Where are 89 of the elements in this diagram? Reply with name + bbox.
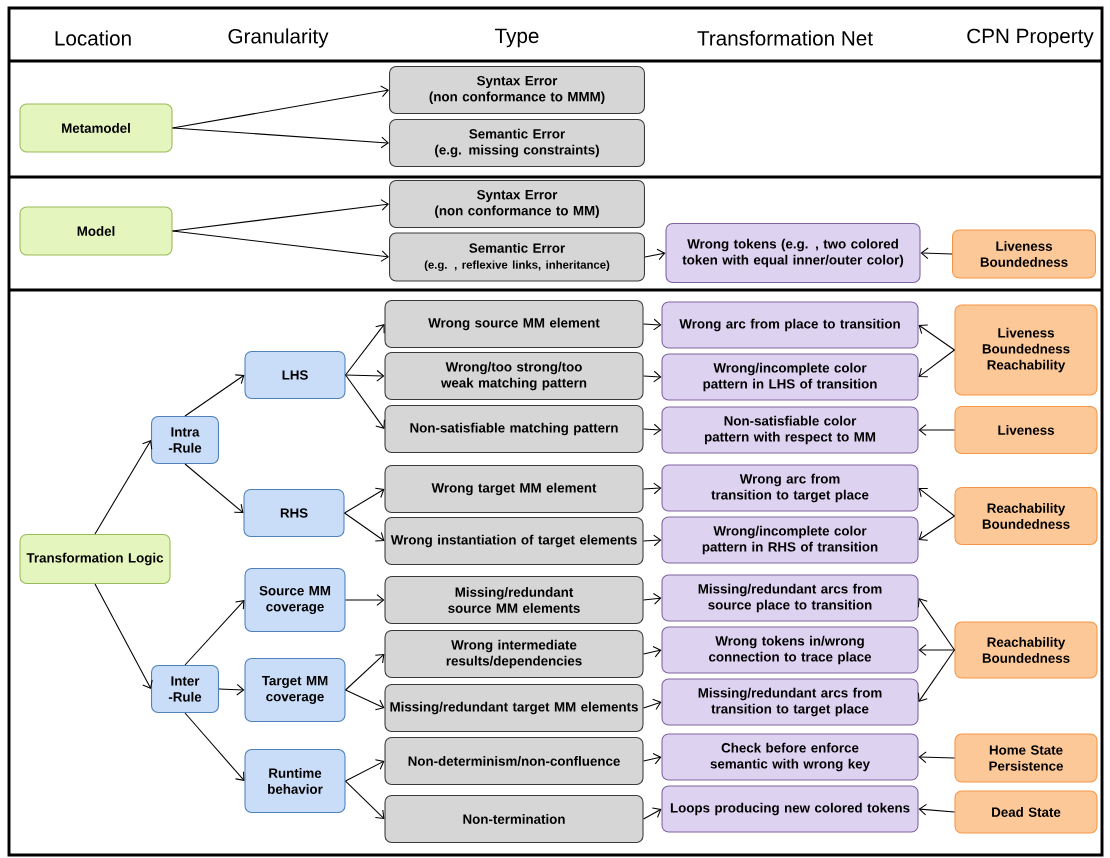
arrow xyxy=(918,515,955,541)
arrow xyxy=(94,583,153,689)
arrow xyxy=(345,594,385,606)
arrow xyxy=(644,248,666,261)
net-error-box: Missing/redundant arcs from transition to target place xyxy=(661,678,919,726)
granularity-box: LHS xyxy=(244,351,346,399)
net-error-box: Wrong tokens in/wrong connection to trace place xyxy=(661,626,919,674)
arrow xyxy=(643,698,662,710)
arrow xyxy=(172,85,389,129)
arrow xyxy=(184,463,244,513)
property-box: Liveness Boundedness xyxy=(952,229,1096,279)
arrow xyxy=(345,374,385,429)
arrow xyxy=(94,440,153,535)
arrow xyxy=(917,649,955,702)
arrow xyxy=(345,689,385,711)
arrow xyxy=(918,324,955,351)
error-type-box: Syntax Error (non conformance to MM) xyxy=(389,180,645,228)
property-box: Reachability Boundedness xyxy=(954,621,1098,679)
category-box: Model xyxy=(19,206,173,256)
net-error-box: Wrong/incomplete color pattern in RHS of transition xyxy=(661,516,919,564)
error-type-box: Syntax Error (non conformance to MMM) xyxy=(389,66,645,114)
error-type-box: Semantic Error (e.g. , reflexive links, inheritance) xyxy=(389,232,645,282)
net-error-box: Wrong arc from transition to target place xyxy=(661,464,919,512)
arrow xyxy=(643,423,662,436)
arrow xyxy=(643,593,662,605)
error-type-box: Missing/redundant source MM elements xyxy=(384,576,644,624)
error-type-box: Non-termination xyxy=(384,795,644,843)
column-header: Location xyxy=(55,30,131,46)
net-error-box: Wrong arc from place to transition xyxy=(661,301,919,349)
property-box: Reachability Boundedness xyxy=(954,486,1098,546)
column-header: Transformation Net xyxy=(697,30,873,46)
arrow xyxy=(918,424,955,436)
column-header: CPN Property xyxy=(967,28,1094,48)
error-type-box: Non-satisfiable matching pattern xyxy=(384,405,644,453)
error-type-box: Wrong/too strong/too weak matching pattern xyxy=(384,352,644,400)
arrow xyxy=(218,683,245,696)
net-error-box: Check before enforce semantic with wrong key xyxy=(661,733,919,781)
granularity-box: Runtime behavior xyxy=(244,749,346,813)
arrow xyxy=(918,751,955,764)
error-type-box: Wrong target MM element xyxy=(384,465,644,513)
arrow xyxy=(345,759,385,782)
granularity-box: RHS xyxy=(243,489,345,537)
arrow xyxy=(345,324,385,376)
column-header: Granularity xyxy=(228,28,329,48)
arrow xyxy=(643,534,662,547)
category-box: Transformation Logic xyxy=(19,533,171,585)
error-type-box: Missing/redundant target MM elements xyxy=(384,684,644,732)
arrow xyxy=(920,247,953,260)
arrow xyxy=(643,807,662,820)
arrow xyxy=(345,654,385,691)
arrow xyxy=(918,644,955,656)
arrow xyxy=(917,598,955,651)
arrow xyxy=(918,803,955,816)
property-box: Dead State xyxy=(954,790,1098,834)
property-box: Home State Persistence xyxy=(954,733,1098,783)
arrow xyxy=(345,780,385,819)
category-box: Metamodel xyxy=(19,103,173,153)
net-error-box: Missing/redundant arcs from source place to transition xyxy=(661,574,919,622)
arrow xyxy=(184,374,245,417)
arrow xyxy=(918,349,955,378)
net-error-box: Non-satisfiable color pattern with respect to MM xyxy=(661,406,919,454)
granularity-box: Inter -Rule xyxy=(151,665,219,713)
error-type-box: Wrong source MM element xyxy=(384,300,644,348)
net-error-box: Wrong/incomplete color pattern in LHS of transition xyxy=(661,353,919,401)
arrow xyxy=(345,369,385,382)
granularity-box: Source MM coverage xyxy=(244,568,346,632)
arrow xyxy=(172,127,389,149)
arrow xyxy=(344,512,385,542)
granularity-box: Intra -Rule xyxy=(151,416,219,464)
net-error-box: Loops producing new colored tokens xyxy=(661,785,919,833)
property-box: Liveness Boundedness Reachability xyxy=(954,304,1098,396)
arrow xyxy=(344,487,385,514)
arrow xyxy=(184,712,245,781)
net-error-box: Wrong tokens (e.g. , two colored token with equal inner/outer color) xyxy=(665,223,921,283)
arrow xyxy=(172,230,389,262)
arrow xyxy=(643,318,662,331)
arrow xyxy=(643,752,662,765)
error-type-box: Wrong intermediate results/dependencies xyxy=(384,630,644,678)
property-box: Liveness xyxy=(954,406,1098,454)
arrow xyxy=(918,487,955,517)
arrow xyxy=(643,370,662,383)
arrow xyxy=(643,482,662,495)
arrow xyxy=(643,645,662,658)
arrow xyxy=(184,600,245,666)
arrow xyxy=(172,199,389,232)
granularity-box: Target MM coverage xyxy=(244,658,346,722)
error-type-box: Non-determinism/non-confluence xyxy=(384,737,644,785)
error-type-box: Semantic Error (e.g. missing constraints) xyxy=(389,119,645,167)
error-type-box: Wrong instantiation of target elements xyxy=(384,517,644,565)
